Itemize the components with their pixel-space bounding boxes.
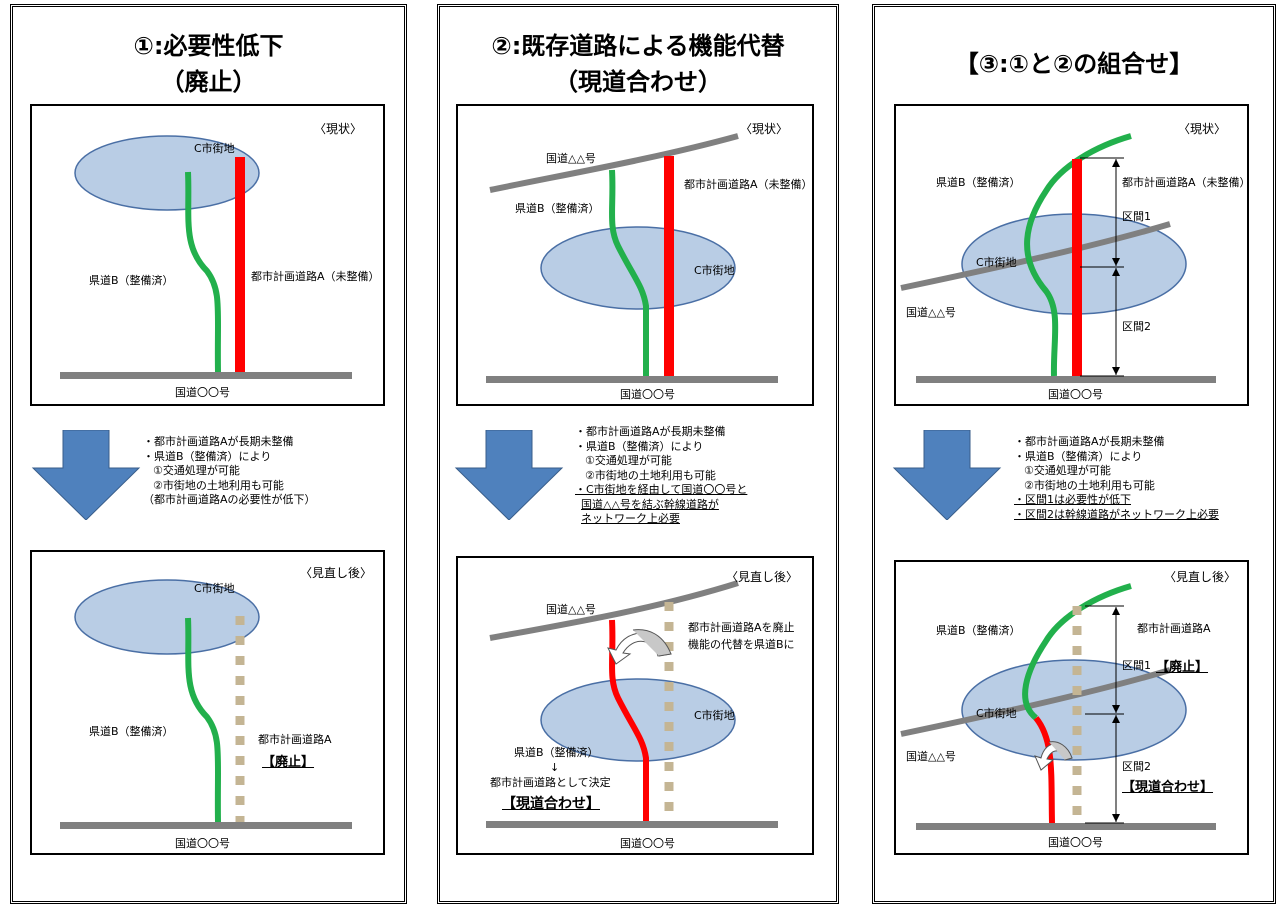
col1-top-national: 国道〇〇号 — [175, 386, 230, 399]
col2-note-4: ②市街地の土地利用も可能 — [585, 468, 716, 482]
column-1: ①:必要性低下 （廃止） 〈現状〉 C市街地 県道B（整備済） 都市計画道路A（… — [10, 4, 407, 904]
col3-current-diagram — [900, 133, 1216, 383]
col2-current-diagram — [486, 133, 778, 383]
col3-current-panel: 〈現状〉 県道B（整備済） 都市計画道路A（未整備） 区間1 C市街地 国道△△… — [894, 104, 1251, 406]
col2-bottom-decide-arrow: ↓ — [550, 761, 560, 774]
col3-top-city-road: 都市計画道路A（未整備） — [1122, 176, 1251, 189]
col2-bottom-national2: 国道△△号 — [546, 603, 596, 616]
col2-title-line1: ②:既存道路による機能代替 — [491, 32, 785, 60]
col1-bottom-abolish: 【廃止】 — [262, 755, 315, 770]
col2-title-line2: （現道合わせ） — [554, 68, 722, 96]
column-3: 【③:①と②の組合せ】 〈現状〉 県道B（整備済） 都市計画道路A（未整備） 区… — [872, 4, 1276, 904]
col1-note-2: ・県道B（整備済）により — [143, 449, 272, 463]
col1-note-4: ②市街地の土地利用も可能 — [153, 478, 284, 492]
col2-top-national2: 国道△△号 — [546, 152, 596, 165]
col3-note-3: ①交通処理が可能 — [1024, 464, 1111, 477]
col3-bottom-abolish: 【廃止】 — [1156, 660, 1209, 675]
col3-title: 【③:①と②の組合せ】 — [954, 50, 1194, 78]
col1-bottom-state: 〈見直し後〉 — [300, 566, 373, 580]
col1-after-diagram — [60, 579, 352, 829]
col2-after-panel: 〈見直し後〉 国道△△号 都市計画道路Aを廃止 機能の代替を県道Bに C市街地 … — [456, 556, 814, 855]
col3-after-panel: 〈見直し後〉 県道B（整備済） 都市計画道路A 区間1 【廃止】 C市街地 国道… — [894, 560, 1249, 855]
col1-title-line2: （廃止） — [160, 68, 257, 96]
col2-top-city: C市街地 — [694, 264, 735, 277]
col3-top-national: 国道〇〇号 — [1048, 388, 1103, 401]
col3-bottom-state: 〈見直し後〉 — [1164, 570, 1237, 584]
col1-note-3: ①交通処理が可能 — [153, 464, 240, 477]
col1-top-pref-road: 県道B（整備済） — [89, 274, 174, 287]
col2-bottom-abolish-note2: 機能の代替を県道Bに — [688, 638, 795, 651]
col3-note-6: ・区間2は幹線道路がネットワーク上必要 — [1014, 507, 1219, 521]
col2-bottom-national: 国道〇〇号 — [620, 837, 675, 850]
column-2: ②:既存道路による機能代替 （現道合わせ） 〈現状〉 国道△△号 都市計画道路A… — [437, 4, 839, 904]
col3-bottom-align: 【現道合わせ】 — [1122, 780, 1214, 795]
col2-bottom-state: 〈見直し後〉 — [726, 570, 799, 584]
col3-note-2: ・県道B（整備済）により — [1014, 449, 1143, 463]
col3-bottom-national2: 国道△△号 — [906, 750, 956, 763]
col1-bottom-pref-road: 県道B（整備済） — [89, 725, 174, 738]
col1-note-5: （都市計画道路Aの必要性が低下） — [143, 493, 316, 506]
col2-bottom-decide2: 都市計画道路として決定 — [490, 776, 611, 789]
col3-after-diagram — [900, 583, 1216, 830]
col2-note-5: ・C市街地を経由して国道〇〇号と — [575, 483, 748, 496]
col1-top-state: 〈現状〉 — [314, 122, 363, 136]
col3-top-state: 〈現状〉 — [1178, 122, 1227, 136]
col1-bottom-national: 国道〇〇号 — [175, 837, 230, 850]
col3-top-sec2: 区間2 — [1122, 320, 1151, 333]
col2-after-diagram — [486, 580, 778, 828]
col3-top-city: C市街地 — [976, 256, 1017, 269]
col2-note-3: ①交通処理が可能 — [585, 454, 672, 467]
col3-note-1: ・都市計画道路Aが長期未整備 — [1014, 435, 1165, 448]
col3-bottom-sec1: 区間1 — [1122, 659, 1151, 672]
col2-notes: ・都市計画道路Aが長期未整備 ・県道B（整備済）により ①交通処理が可能 ②市街… — [575, 425, 747, 527]
col3-bottom-sec2: 区間2 — [1122, 760, 1151, 773]
col2-top-city-road: 都市計画道路A（未整備） — [684, 178, 813, 191]
col2-bottom-city: C市街地 — [694, 709, 735, 722]
col3-down-arrow — [892, 430, 1002, 520]
col3-top-sec1: 区間1 — [1122, 210, 1151, 223]
col2-note-7: ネットワーク上必要 — [581, 512, 680, 525]
col2-down-arrow — [454, 430, 564, 520]
col1-down-arrow — [31, 430, 141, 520]
col2-bottom-align: 【現道合わせ】 — [502, 796, 600, 812]
col2-current-panel: 〈現状〉 国道△△号 都市計画道路A（未整備） 県道B（整備済） C市街地 国道… — [456, 104, 814, 406]
col1-bottom-city: C市街地 — [194, 582, 235, 595]
col2-note-6: 国道△△号を結ぶ幹線道路が — [581, 497, 719, 511]
col1-title-line1: ①:必要性低下 — [133, 32, 284, 60]
col3-bottom-pref-road: 県道B（整備済） — [936, 624, 1021, 637]
col3-bottom-city: C市街地 — [976, 707, 1017, 720]
col1-bottom-city-road: 都市計画道路A — [258, 733, 332, 746]
col1-current-diagram — [60, 135, 352, 379]
col3-notes: ・都市計画道路Aが長期未整備 ・県道B（整備済）により ①交通処理が可能 ②市街… — [1014, 435, 1219, 522]
col1-current-panel: 〈現状〉 C市街地 県道B（整備済） 都市計画道路A（未整備） 国道〇〇号 — [30, 104, 385, 406]
col1-note-1: ・都市計画道路Aが長期未整備 — [143, 435, 294, 448]
col1-notes: ・都市計画道路Aが長期未整備 ・県道B（整備済）により ①交通処理が可能 ②市街… — [143, 435, 316, 508]
col2-top-state: 〈現状〉 — [740, 122, 789, 136]
col2-note-2: ・県道B（整備済）により — [575, 439, 704, 453]
col3-bottom-national: 国道〇〇号 — [1048, 836, 1103, 849]
col1-after-panel: 〈見直し後〉 C市街地 県道B（整備済） 都市計画道路A 【廃止】 国道〇〇号 — [30, 550, 385, 855]
col3-bottom-city-road: 都市計画道路A — [1137, 622, 1211, 635]
col3-top-pref-road: 県道B（整備済） — [936, 176, 1021, 189]
col2-top-pref-road: 県道B（整備済） — [515, 202, 600, 215]
col1-top-city: C市街地 — [194, 142, 235, 155]
col2-bottom-decide1: 県道B（整備済） — [514, 746, 599, 759]
col3-top-national2: 国道△△号 — [906, 306, 956, 319]
col1-top-city-road: 都市計画道路A（未整備） — [251, 270, 380, 283]
col3-note-4: ②市街地の土地利用も可能 — [1024, 478, 1155, 492]
col2-note-1: ・都市計画道路Aが長期未整備 — [575, 425, 726, 438]
col3-note-5: ・区間1は必要性が低下 — [1014, 493, 1131, 506]
col2-bottom-abolish-note1: 都市計画道路Aを廃止 — [688, 621, 795, 634]
col2-top-national: 国道〇〇号 — [620, 388, 675, 401]
